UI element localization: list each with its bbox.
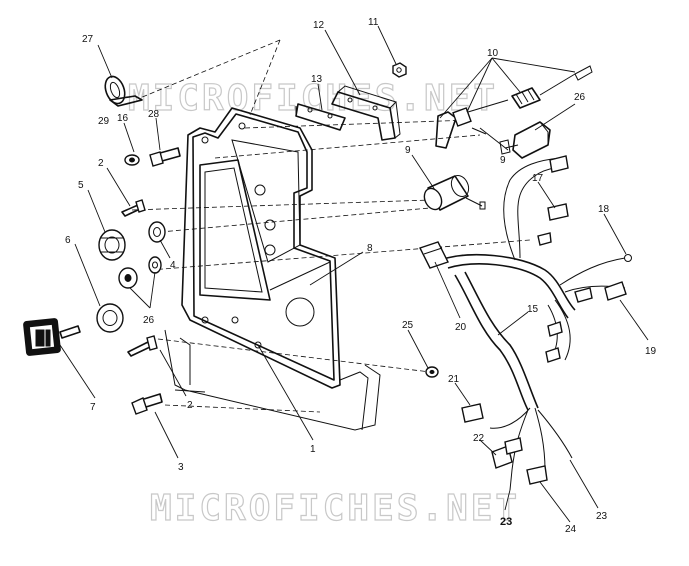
nut-26-lower bbox=[118, 256, 162, 289]
dash-panel bbox=[181, 107, 341, 389]
callout-9: 9 bbox=[405, 145, 411, 156]
callout-21: 21 bbox=[448, 374, 460, 385]
callout-13: 12 bbox=[313, 20, 325, 31]
callout-25: 25 bbox=[402, 320, 414, 331]
wiring-harness bbox=[439, 157, 626, 491]
callout-2-lower: 2 bbox=[187, 400, 193, 411]
callout-6: 6 bbox=[65, 235, 71, 246]
ring-27 bbox=[104, 75, 143, 107]
bracket-14 bbox=[295, 103, 346, 131]
callout-17: 17 bbox=[532, 173, 544, 184]
alignment-lines bbox=[131, 39, 531, 413]
bolt-3 bbox=[131, 393, 163, 415]
terminal-18 bbox=[624, 254, 632, 262]
callout-12: 11 bbox=[368, 17, 379, 28]
callout-3: 3 bbox=[178, 462, 184, 473]
callout-14: 13 bbox=[311, 74, 323, 85]
callout-16: 16 bbox=[117, 113, 129, 124]
callout-4: 4 bbox=[170, 260, 176, 271]
callout-23-right: 23 bbox=[596, 511, 608, 522]
callout-29: 29 bbox=[98, 116, 110, 127]
callout-18: 18 bbox=[598, 204, 610, 215]
grommet-25 bbox=[425, 366, 439, 378]
callout-1: 1 bbox=[310, 444, 316, 455]
switch-assembly-10-11 bbox=[435, 65, 593, 149]
callout-27: 27 bbox=[82, 34, 94, 45]
callout-15: 15 bbox=[527, 304, 539, 315]
console-body bbox=[164, 329, 381, 431]
callout-20: 20 bbox=[455, 322, 467, 333]
key-7 bbox=[23, 318, 81, 356]
connector-17 bbox=[537, 155, 569, 246]
washer-29 bbox=[124, 154, 140, 166]
callout-5: 5 bbox=[78, 180, 84, 191]
nut-4 bbox=[148, 221, 166, 243]
callout-labels: 27 29 16 28 2 5 4 6 26 7 2 3 1 8 13 12 1… bbox=[65, 17, 657, 535]
callout-23-bottom: 23 bbox=[500, 516, 512, 528]
leader-lines bbox=[59, 25, 649, 523]
callout-22: 22 bbox=[473, 433, 485, 444]
callout-2-upper: 2 bbox=[98, 158, 104, 169]
callout-28: 28 bbox=[148, 109, 160, 120]
connector-19 bbox=[545, 281, 627, 363]
knob-6 bbox=[96, 303, 124, 333]
callout-26-upper: 26 bbox=[574, 92, 586, 103]
callout-7: 7 bbox=[90, 402, 96, 413]
bracket-13 bbox=[331, 85, 401, 141]
watermark-bottom: MICROFICHES.NET bbox=[150, 488, 520, 529]
connector-20 bbox=[419, 241, 449, 269]
callout-11: 10 bbox=[487, 48, 499, 59]
connector-21-22-24 bbox=[461, 403, 548, 485]
watermark-top: MICROFICHES.NET bbox=[128, 78, 498, 119]
knob-5 bbox=[98, 229, 126, 261]
callout-24: 24 bbox=[565, 524, 577, 535]
callout-19: 19 bbox=[645, 346, 657, 357]
bolt-28 bbox=[149, 147, 181, 167]
callout-8: 8 bbox=[367, 243, 373, 254]
callout-10: 9 bbox=[500, 155, 506, 166]
pin-2-lower bbox=[127, 335, 158, 357]
callout-26-lower: 26 bbox=[143, 315, 155, 326]
pin-2-upper bbox=[121, 199, 146, 217]
toggle-switch-26 bbox=[499, 121, 551, 159]
nut-12 bbox=[392, 62, 407, 78]
gauge-9 bbox=[423, 174, 486, 211]
